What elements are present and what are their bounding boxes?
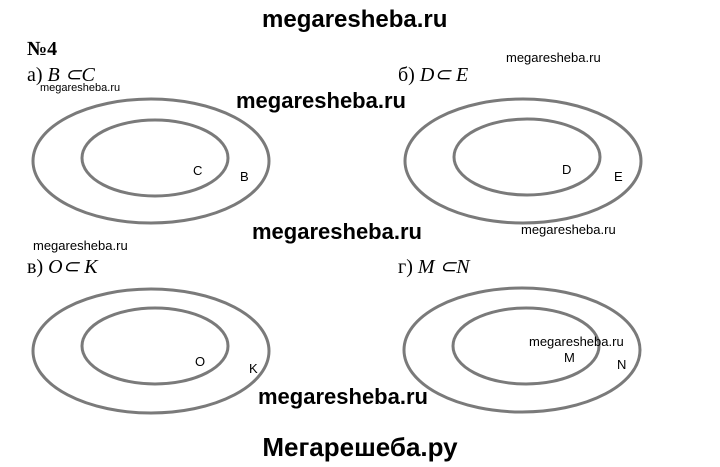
inner-set-ellipse — [80, 118, 230, 198]
inner-set-label: M — [564, 350, 575, 365]
site-header-title: megaresheba.ru — [262, 6, 448, 33]
diagram-c-mark: в) — [27, 256, 44, 278]
watermark: megaresheba.ru — [521, 222, 616, 237]
outer-set-label: B — [240, 169, 249, 184]
diagram-c-expression: O⊂ K — [48, 256, 98, 278]
diagram-b-mark: б) — [398, 64, 415, 86]
outer-set-label: K — [249, 361, 258, 376]
diagram-d-label: г) M ⊂N — [398, 254, 470, 279]
diagram-a-label: а) B ⊂C — [27, 62, 95, 87]
watermark: megaresheba.ru — [506, 50, 601, 65]
inner-set-label: D — [562, 162, 571, 177]
inner-set-label: O — [195, 354, 205, 369]
inner-set-label: C — [193, 163, 202, 178]
diagram-a-mark: а) — [27, 64, 43, 86]
watermark: megaresheba.ru — [529, 334, 624, 349]
outer-set-ellipse — [402, 286, 642, 414]
outer-set-label: E — [614, 169, 623, 184]
diagram-a-expression: B ⊂C — [47, 64, 95, 86]
outer-set-ellipse — [403, 97, 643, 225]
watermark: megaresheba.ru — [252, 219, 422, 244]
watermark: megaresheba.ru — [40, 82, 121, 94]
outer-set-label: N — [617, 357, 626, 372]
problem-number: №4 — [27, 38, 58, 60]
diagram-d-mark: г) — [398, 256, 413, 278]
diagram-b-expression: D⊂ E — [419, 64, 469, 86]
outer-set-ellipse — [31, 287, 271, 415]
watermark: megaresheba.ru — [33, 238, 128, 253]
site-footer-title: Мегарешеба.ру — [262, 432, 458, 462]
outer-set-ellipse — [31, 97, 271, 225]
watermark: megaresheba.ru — [236, 88, 406, 113]
inner-set-ellipse — [452, 117, 602, 197]
diagram-b-label: б) D⊂ E — [398, 62, 468, 87]
inner-set-ellipse — [451, 306, 601, 386]
watermark: megaresheba.ru — [258, 384, 428, 409]
inner-set-ellipse — [80, 306, 230, 386]
diagram-c-label: в) O⊂ K — [27, 254, 98, 279]
diagram-d-expression: M ⊂N — [417, 256, 470, 278]
